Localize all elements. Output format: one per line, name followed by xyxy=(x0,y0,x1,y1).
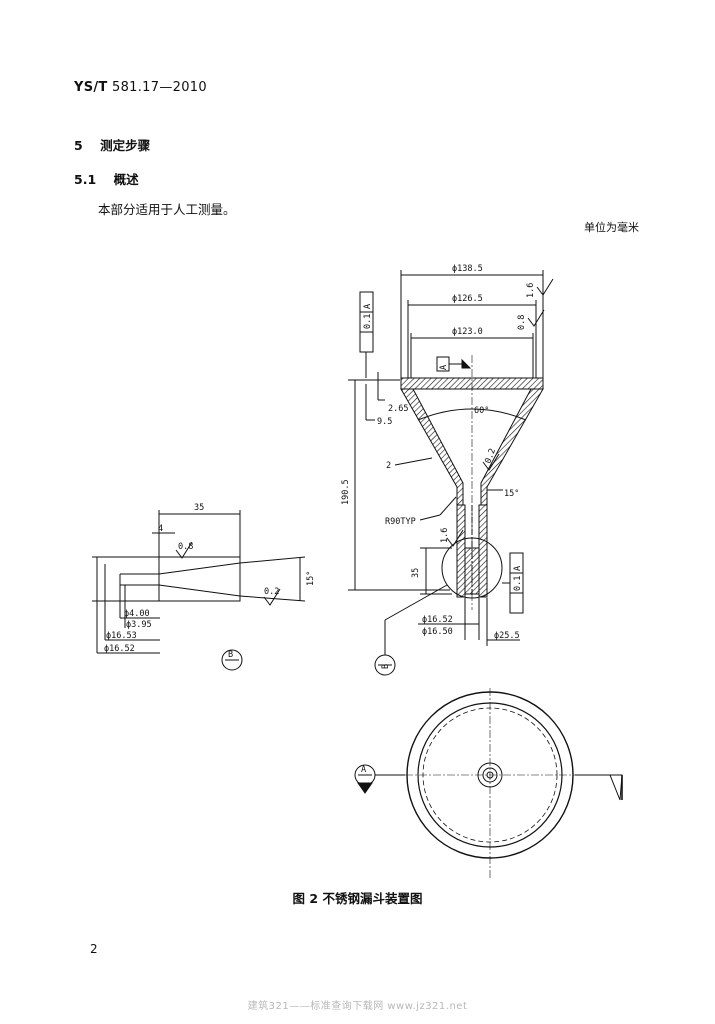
label-part-2: 2 xyxy=(386,461,391,471)
page-number: 2 xyxy=(90,942,98,956)
subsection-heading: 5.1 概述 xyxy=(74,169,139,188)
unit-note: 单位为毫米 xyxy=(584,221,639,234)
dim-r90typ: R90TYP xyxy=(385,517,416,527)
standard-number: 581.17—2010 xyxy=(112,80,207,95)
detail-rough-02: 0.2 xyxy=(264,587,279,597)
dim-height-190: 190.5 xyxy=(341,479,351,505)
subsection-number: 5.1 xyxy=(74,172,97,187)
view-b-marker xyxy=(374,654,396,676)
dim-d-1650: ϕ16.50 xyxy=(422,627,453,637)
detail-dim-35: 35 xyxy=(194,503,204,513)
rough-stem: 1.6 xyxy=(440,528,450,543)
detail-d-1653: ϕ16.53 xyxy=(106,631,137,641)
detail-d-400: ϕ4.00 xyxy=(124,609,150,619)
standard-code: YS/T xyxy=(74,80,108,95)
rough-wall: 0.2 xyxy=(483,447,498,465)
tol-frame-value-right: 0.1 xyxy=(513,576,523,591)
detail-d-395: ϕ3.95 xyxy=(126,620,152,630)
detail-b-letter: B xyxy=(228,650,233,660)
dim-d-mid: ϕ126.5 xyxy=(452,294,483,304)
datum-a-rim: A xyxy=(439,365,449,370)
funnel-side-view xyxy=(348,270,554,676)
view-a-letter: A xyxy=(361,765,366,775)
view-b-marker-letter: B xyxy=(381,664,391,669)
detail-b-view xyxy=(92,510,306,671)
subsection-title: 概述 xyxy=(113,172,139,187)
detail-d-1652: ϕ16.52 xyxy=(104,644,135,654)
stem-wall-right xyxy=(478,504,488,598)
dim-stem-len-35: 35 xyxy=(411,568,421,578)
dim-thk-95: 9.5 xyxy=(377,417,392,427)
detail-dim-4: 4 xyxy=(158,524,163,534)
tol-frame-datum-left: A xyxy=(363,304,373,309)
dim-d-255: ϕ25.5 xyxy=(494,631,520,641)
dim-angle-15: 15° xyxy=(504,489,519,499)
funnel-wall-left xyxy=(400,388,464,506)
section-number: 5 xyxy=(74,138,83,153)
watermark: 建筑321——标准查询下载网 www.jz321.net xyxy=(247,1001,468,1012)
standard-header: YS/T 581.17—2010 xyxy=(74,80,207,95)
tol-frame-value-left: 0.1 xyxy=(363,314,373,329)
dim-d-inner: ϕ123.0 xyxy=(452,327,483,337)
section-title: 测定步骤 xyxy=(100,138,151,153)
detail-rough-08: 0.8 xyxy=(178,542,193,552)
body-paragraph: 本部分适用于人工测量。 xyxy=(98,202,236,217)
funnel-wall-right xyxy=(480,388,544,506)
figure-caption: 图 2 不锈钢漏斗装置图 xyxy=(292,891,423,906)
tol-frame-datum-right: A xyxy=(513,566,523,571)
rough-top-2: 0.8 xyxy=(517,315,527,330)
detail-b-label xyxy=(221,649,243,671)
rough-top-1: 1.6 xyxy=(526,283,536,298)
dim-d-outer: ϕ138.5 xyxy=(452,264,483,274)
stem-wall-left xyxy=(456,504,466,598)
section-heading: 5 测定步骤 xyxy=(74,135,150,154)
dim-thk-265: 2.65 xyxy=(388,404,408,414)
detail-angle-15: 15° xyxy=(306,571,316,586)
funnel-top-view xyxy=(354,688,623,880)
dim-d-1652: ϕ16.52 xyxy=(422,615,453,625)
dim-angle-60: 60° xyxy=(474,406,489,416)
